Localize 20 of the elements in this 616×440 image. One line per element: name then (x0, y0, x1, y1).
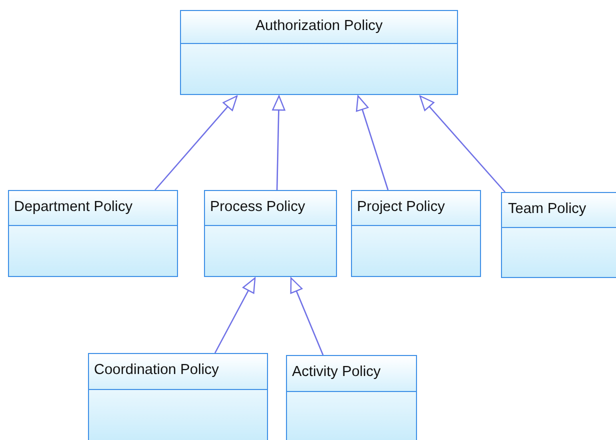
class-box (286, 355, 417, 440)
generalization-arrow (356, 95, 389, 190)
generalization-arrow (272, 95, 286, 190)
class-name: Activity Policy (292, 364, 381, 380)
class-name: Team Policy (508, 201, 586, 217)
class-box (8, 190, 178, 277)
class-box (180, 10, 458, 95)
class-name: Authorization Policy (254, 18, 384, 34)
generalization-arrow (290, 277, 324, 356)
class-name: Project Policy (357, 199, 445, 215)
generalization-arrow (214, 277, 256, 354)
generalization-arrow (154, 95, 238, 190)
class-box (204, 190, 337, 277)
class-box (88, 353, 268, 440)
class-name: Coordination Policy (94, 362, 219, 378)
class-box (501, 192, 616, 278)
class-name: Department Policy (14, 199, 132, 215)
class-name: Process Policy (210, 199, 306, 215)
generalization-arrow (419, 95, 506, 192)
class-box (351, 190, 481, 277)
